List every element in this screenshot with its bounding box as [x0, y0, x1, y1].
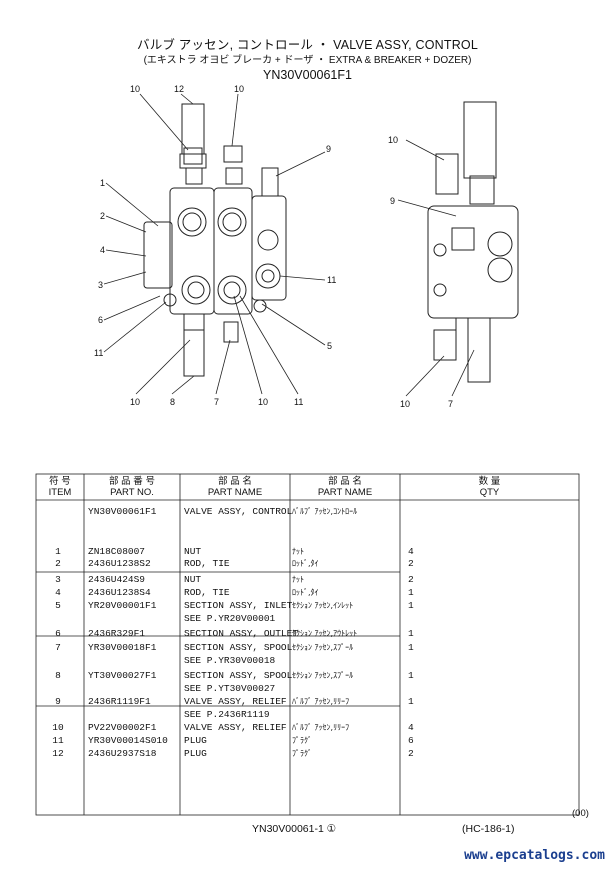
svg-text:10: 10	[400, 399, 410, 409]
part-code: YN30V00061F1	[263, 68, 352, 82]
svg-text:10: 10	[234, 84, 244, 94]
leader-lines	[103, 93, 475, 397]
svg-text:12: 12	[174, 84, 184, 94]
table-row: SEE P.YT30V00027	[184, 683, 276, 694]
svg-text:2: 2	[100, 211, 105, 221]
exploded-view-drawing: 10 12 10 9 1 2 4 3 6 11 11 5 10 8 7 10 1…	[94, 84, 519, 409]
table-row: SEE P.YR20V00001	[184, 613, 276, 624]
svg-text:6: 6	[98, 315, 103, 325]
svg-text:10: 10	[130, 84, 140, 94]
svg-text:9: 9	[326, 144, 331, 154]
page-reference: YN30V00061-1 ①	[252, 823, 337, 835]
svg-text:3: 3	[98, 280, 103, 290]
revision-label: (00)	[572, 808, 589, 819]
title-line-2: (エキストラ オヨビ ブレーカ + ドーザ ・ EXTRA & BREAKER …	[143, 55, 472, 66]
svg-text:7: 7	[448, 399, 453, 409]
svg-text:11: 11	[94, 348, 103, 358]
svg-text:1: 1	[100, 178, 105, 188]
svg-text:9: 9	[390, 196, 395, 206]
svg-text:4: 4	[100, 245, 105, 255]
table-row: SEE P.YR30V00018	[184, 655, 276, 666]
svg-text:11: 11	[294, 397, 303, 407]
right-valve-view	[427, 101, 519, 383]
svg-text:10: 10	[130, 397, 140, 407]
svg-text:5: 5	[327, 341, 332, 351]
left-valve-view	[143, 103, 287, 377]
table-row: SEE P.2436R1119	[184, 709, 270, 720]
svg-text:10: 10	[258, 397, 268, 407]
svg-text:11: 11	[327, 275, 336, 285]
svg-text:10: 10	[388, 135, 398, 145]
svg-text:7: 7	[214, 397, 219, 407]
callouts: 10 12 10 9 1 2 4 3 6 11 11 5 10 8 7 10 1…	[94, 84, 453, 409]
title-line-1: バルブ アッセン, コントロール ・ VALVE ASSY, CONTROL	[137, 38, 478, 52]
hc-reference: (HC-186-1)	[462, 823, 515, 835]
watermark-text: www.epcatalogs.com	[464, 848, 605, 863]
svg-text:8: 8	[170, 397, 175, 407]
